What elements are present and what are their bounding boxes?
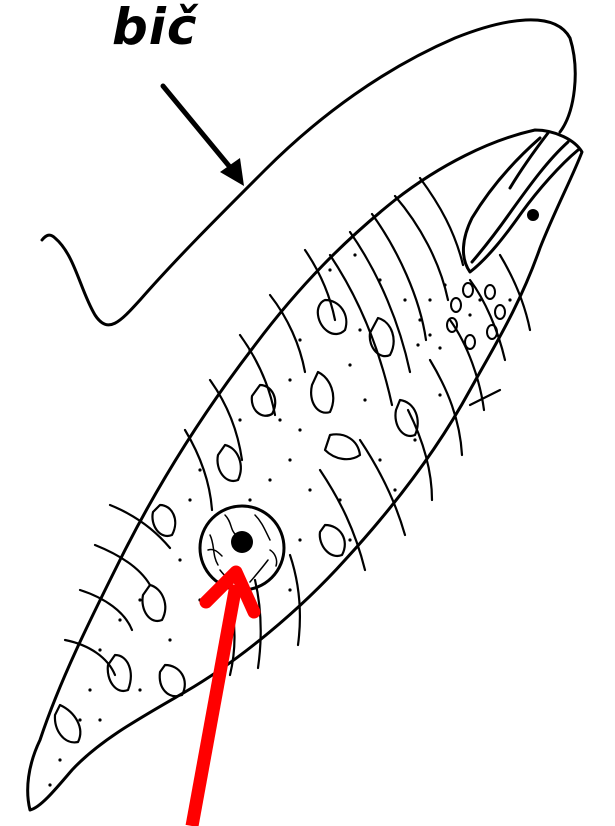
paramylon-cluster xyxy=(447,283,505,349)
eyespot xyxy=(527,209,539,221)
cell-body-outline xyxy=(28,130,582,810)
chloroplasts xyxy=(55,300,418,742)
gullet-inner xyxy=(472,142,568,262)
cytoplasm-dots xyxy=(48,253,511,786)
flagellum-arrow xyxy=(163,86,244,186)
pellicle-stripes xyxy=(65,178,530,675)
nucleus-pointer-arrow xyxy=(192,572,254,826)
nucleolus xyxy=(231,531,253,553)
